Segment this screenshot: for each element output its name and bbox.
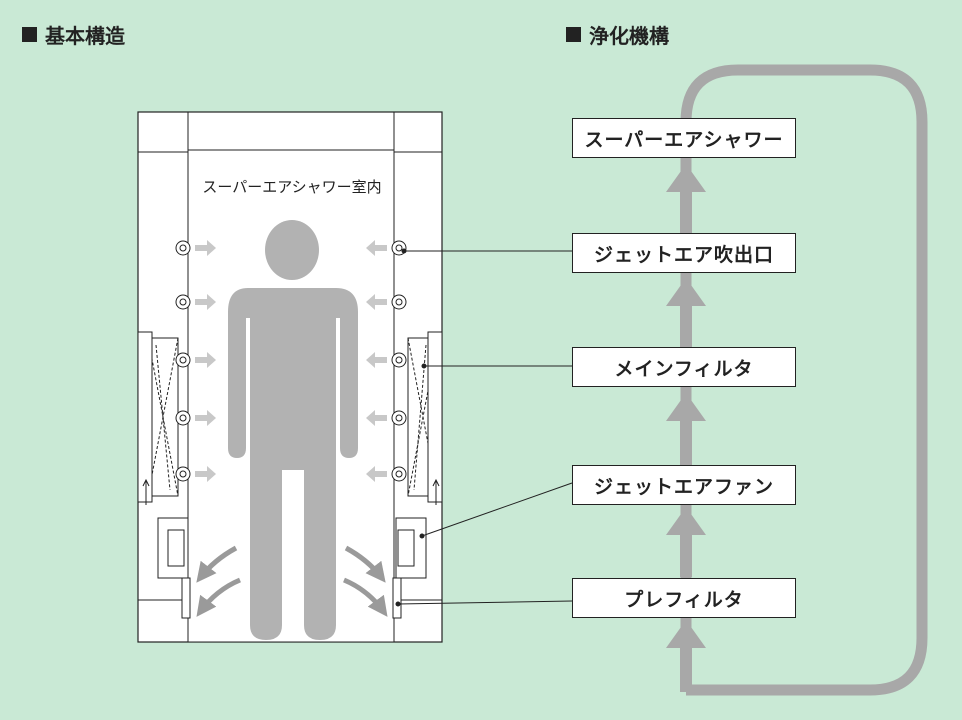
- flow-box-main-filter: メインフィルタ: [572, 347, 796, 387]
- flow-arrow-up-icon: [666, 164, 706, 234]
- left-equipment: [137, 331, 191, 619]
- flow-arrow-up-icon: [666, 620, 706, 692]
- person-silhouette: [228, 220, 358, 640]
- square-bullet-icon: [22, 27, 37, 42]
- nozzle-icon: [391, 466, 407, 482]
- nozzle-icon: [175, 410, 191, 426]
- square-bullet-icon: [566, 27, 581, 42]
- flow-box-super-air-shower: スーパーエアシャワー: [572, 118, 796, 158]
- right-nozzles: [391, 240, 407, 482]
- flow-arrow-up-icon: [666, 507, 706, 577]
- curved-arrow-icon: [196, 545, 238, 583]
- air-jet-arrow-icon: [366, 294, 387, 310]
- air-jet-arrow-icon: [366, 466, 387, 482]
- nozzle-icon: [391, 352, 407, 368]
- circulation-loop: [680, 64, 928, 696]
- flow-arrow-up-icon: [666, 393, 706, 466]
- nozzle-icon: [175, 352, 191, 368]
- purification-heading: 浄化機構: [566, 20, 669, 49]
- curved-arrow-icon: [196, 577, 241, 617]
- nozzle-icon: [391, 410, 407, 426]
- nozzle-icon: [175, 294, 191, 310]
- air-jet-arrow-icon: [366, 410, 387, 426]
- purification-title: 浄化機構: [589, 24, 669, 48]
- basic-structure-title: 基本構造: [45, 24, 125, 48]
- room-label: スーパーエアシャワー室内: [202, 178, 382, 196]
- flow-arrow-up-icon: [666, 278, 706, 349]
- curved-arrow-icon: [343, 577, 388, 617]
- leader-lines: [395, 248, 573, 607]
- air-jet-arrow-icon: [195, 352, 216, 368]
- air-jet-arrow-icon: [366, 240, 387, 256]
- flow-box-jet-air-fan: ジェットエアファン: [572, 465, 796, 505]
- curved-arrow-icon: [344, 545, 386, 583]
- air-jet-arrow-icon: [195, 466, 216, 482]
- air-jet-arrow-icon: [366, 352, 387, 368]
- air-jet-arrow-icon: [195, 410, 216, 426]
- nozzle-icon: [175, 240, 191, 256]
- air-jet-arrow-icon: [195, 240, 216, 256]
- air-jet-arrow-icon: [195, 294, 216, 310]
- curved-airflow-arrows: [196, 545, 388, 617]
- flow-arrows: [666, 164, 706, 692]
- flow-box-jet-air-outlet: ジェットエア吹出口: [572, 233, 796, 273]
- nozzle-icon: [391, 294, 407, 310]
- air-jet-arrows: [195, 240, 387, 482]
- left-nozzles: [175, 240, 191, 482]
- basic-structure-heading: 基本構造: [22, 20, 125, 49]
- flow-box-pre-filter: プレフィルタ: [572, 578, 796, 618]
- nozzle-icon: [175, 466, 191, 482]
